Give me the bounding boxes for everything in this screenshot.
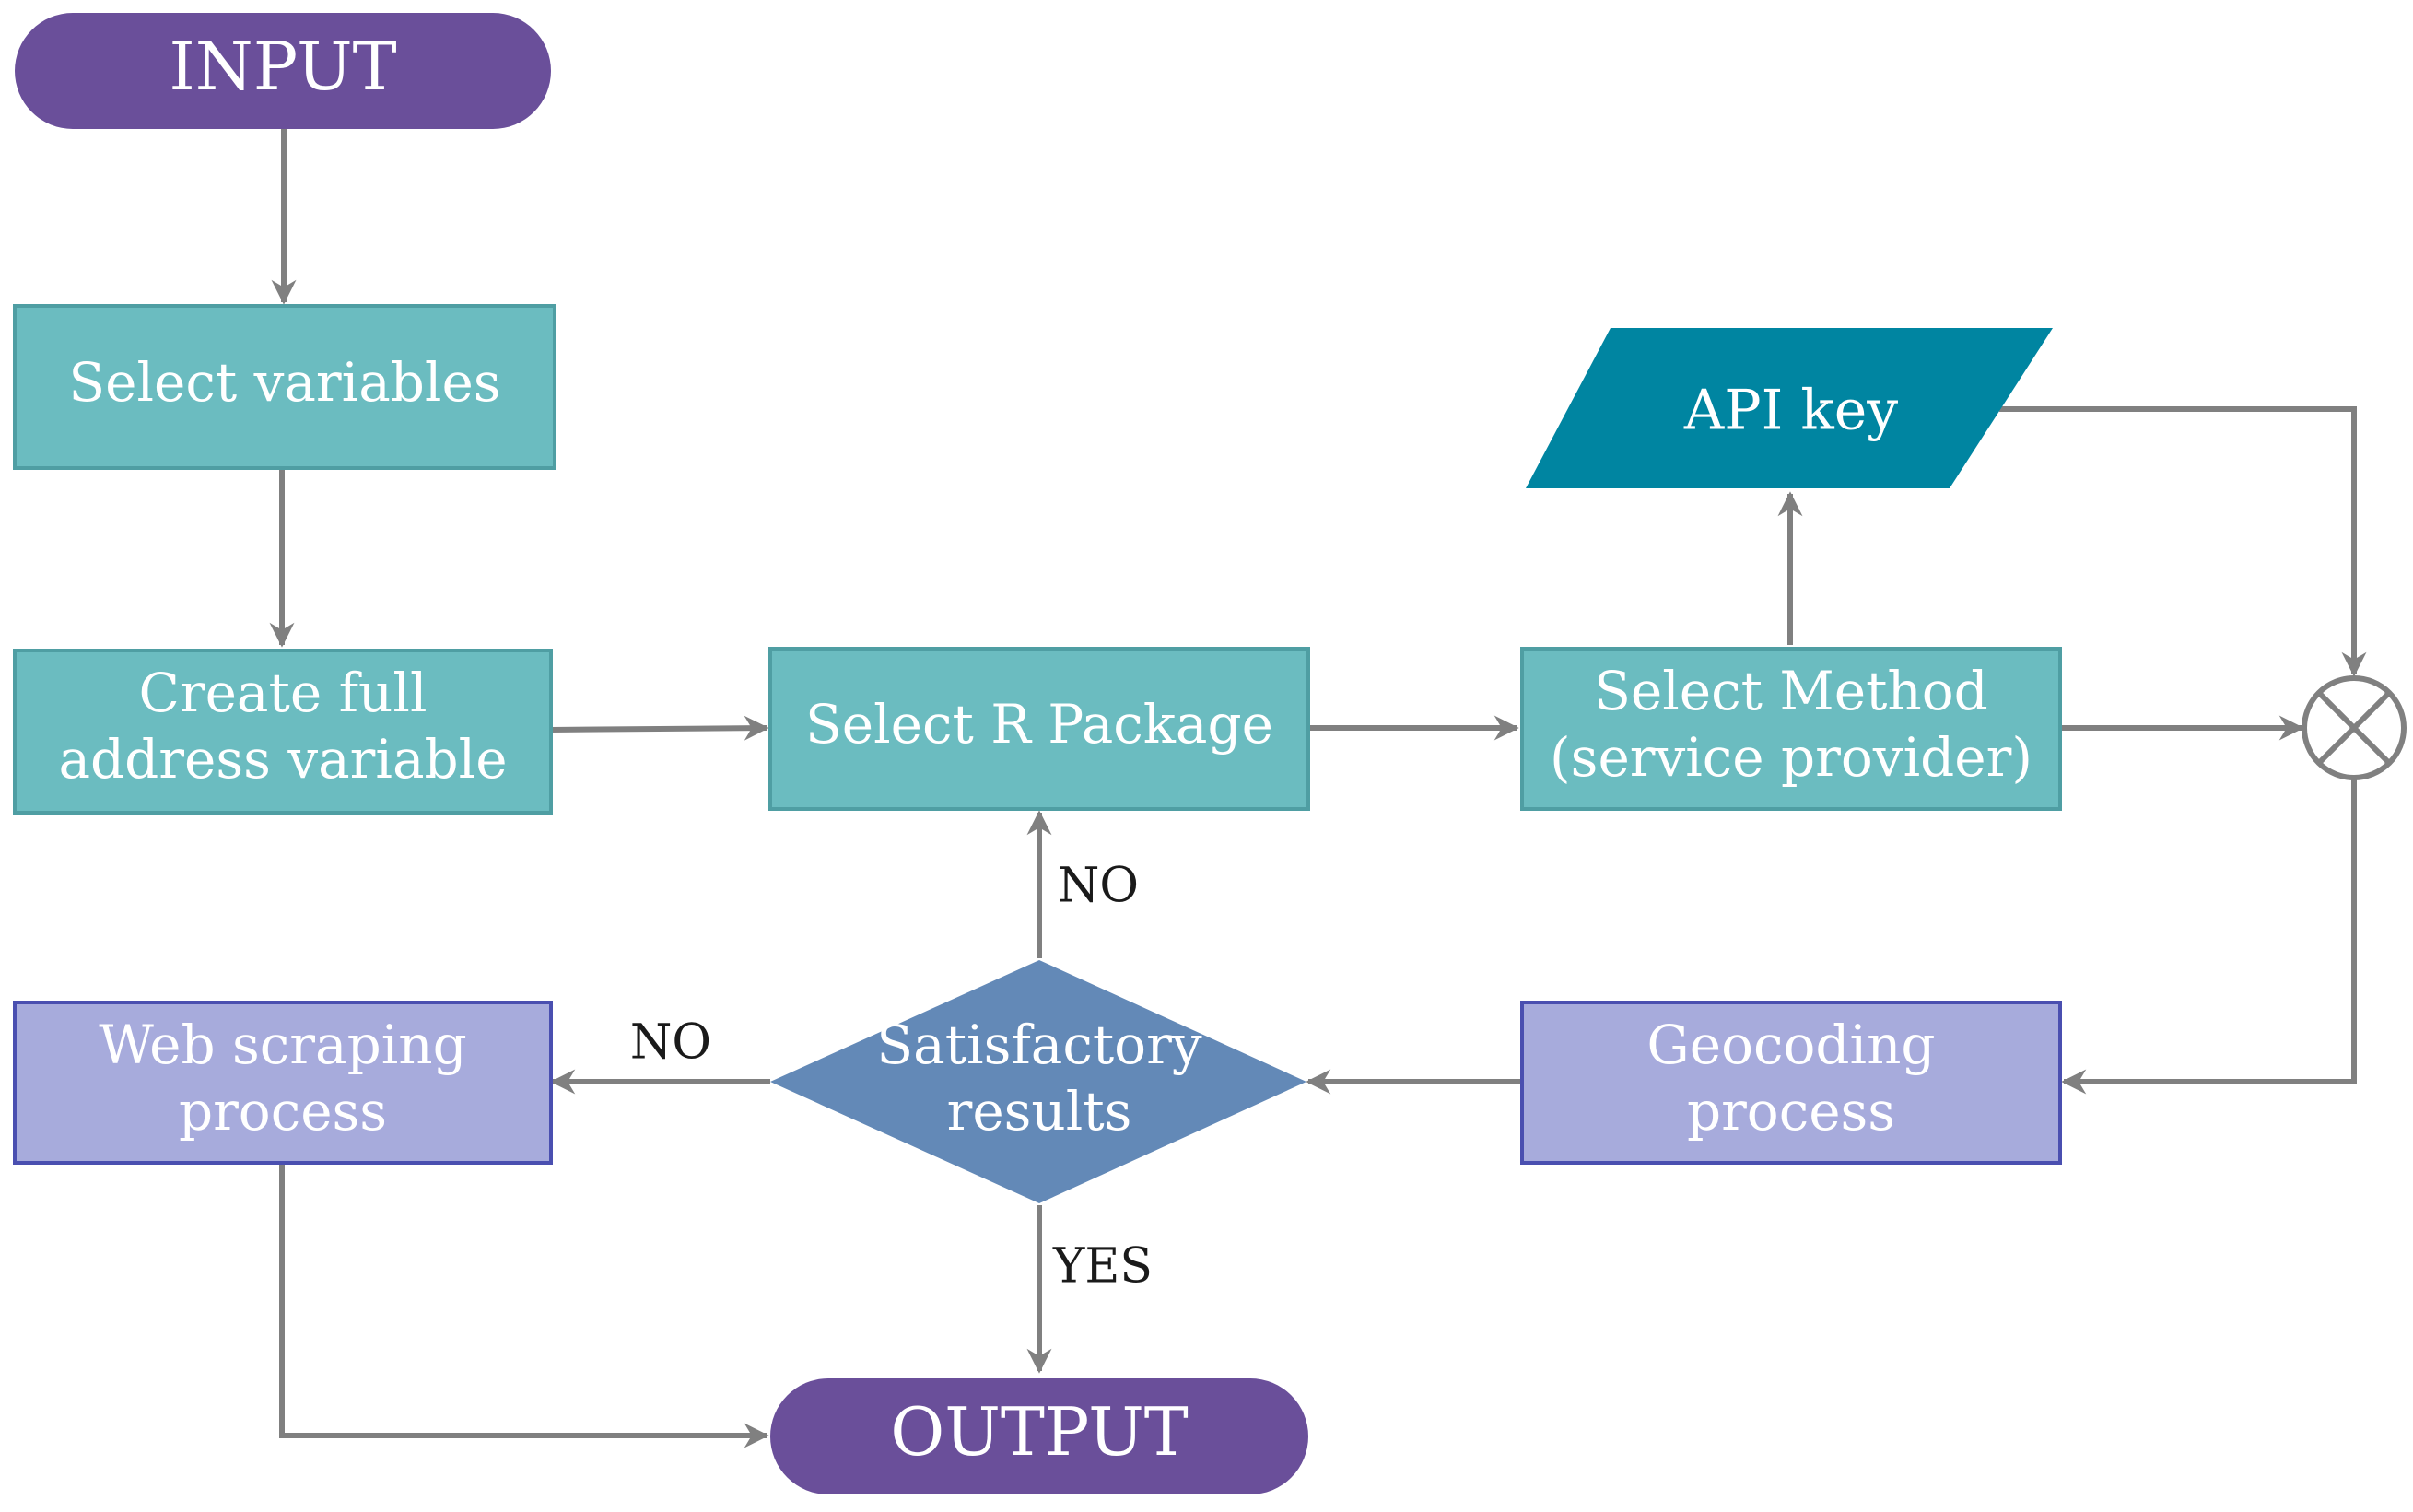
web-scraping-process-line-1: Web scraping bbox=[99, 1014, 467, 1076]
input-label: INPUT bbox=[169, 28, 396, 105]
input-terminator-shape bbox=[15, 13, 551, 129]
edge-junction-to-geocoding bbox=[2061, 779, 2357, 1095]
geocoding-process-line-2: process bbox=[1687, 1080, 1895, 1143]
create-full-address-box bbox=[13, 649, 553, 815]
node-create-full-address: Create full address variable bbox=[13, 649, 553, 815]
satisfactory-results-diamond bbox=[770, 960, 1306, 1203]
label-no-left: NO bbox=[630, 1015, 711, 1071]
satisfactory-results-line-2: results bbox=[947, 1080, 1132, 1143]
node-geocoding-process: Geocoding process bbox=[1520, 1001, 2062, 1165]
api-key-parallelogram bbox=[1526, 328, 2053, 488]
create-full-address-line-1: Create full bbox=[139, 662, 428, 724]
output-label: OUTPUT bbox=[890, 1393, 1189, 1471]
api-key-label: API key bbox=[1683, 379, 1898, 443]
edge-create-address-to-r-package bbox=[550, 715, 769, 741]
edge-api-key-to-junction bbox=[1999, 406, 2367, 677]
geocoding-process-line-1: Geocoding bbox=[1646, 1014, 1935, 1076]
select-r-package-label: Select R Package bbox=[805, 693, 1273, 756]
connectors bbox=[269, 129, 2367, 1448]
node-input: INPUT bbox=[15, 13, 551, 129]
select-variables-box bbox=[13, 304, 556, 470]
label-yes: YES bbox=[1052, 1239, 1153, 1295]
node-select-variables: Select variables bbox=[13, 304, 556, 470]
select-method-line-2: (service provider) bbox=[1550, 726, 2032, 789]
label-no-up: NO bbox=[1058, 859, 1139, 914]
output-terminator-shape bbox=[770, 1378, 1308, 1494]
select-method-box bbox=[1520, 647, 2062, 811]
create-full-address-line-2: address variable bbox=[58, 728, 507, 791]
node-junction bbox=[2302, 675, 2407, 780]
node-web-scraping-process: Web scraping process bbox=[13, 1001, 553, 1165]
edge-web-scraping-to-output bbox=[279, 1163, 769, 1448]
select-r-package-box bbox=[768, 647, 1310, 811]
node-select-r-package: Select R Package bbox=[768, 647, 1310, 811]
node-satisfactory-results: Satisfactory results bbox=[770, 960, 1306, 1203]
node-api-key: API key bbox=[1526, 328, 2053, 488]
select-method-line-1: Select Method bbox=[1594, 660, 1988, 722]
web-scraping-process-box bbox=[13, 1001, 553, 1165]
web-scraping-process-line-2: process bbox=[179, 1080, 387, 1143]
node-select-method: Select Method (service provider) bbox=[1520, 647, 2062, 811]
satisfactory-results-line-1: Satisfactory bbox=[876, 1014, 1201, 1076]
junction-cross-b bbox=[2316, 690, 2392, 766]
select-variables-label: Select variables bbox=[68, 351, 500, 414]
geocoding-process-box bbox=[1520, 1001, 2062, 1165]
node-output: OUTPUT bbox=[770, 1378, 1308, 1494]
